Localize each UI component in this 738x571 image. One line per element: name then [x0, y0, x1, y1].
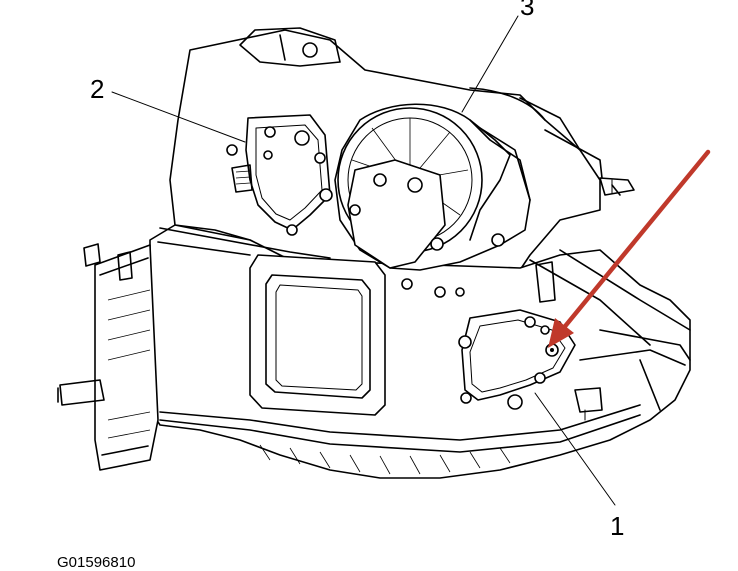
housing-bottom-ribs	[259, 444, 511, 475]
figure-id: G01596810	[57, 554, 135, 571]
evaporator-hatching	[107, 289, 151, 439]
temperature-door-actuator	[458, 309, 576, 410]
blower-motor-scroll	[334, 103, 531, 298]
leader-line-2	[111, 91, 246, 143]
leader-line-1	[534, 392, 616, 506]
callout-1: 1	[610, 511, 624, 541]
air-inlet-opening	[249, 254, 386, 416]
pointer-arrow	[548, 149, 711, 348]
callout-3: 3	[520, 0, 534, 21]
mode-door-actuator	[226, 114, 333, 236]
callout-2: 2	[90, 74, 104, 104]
leader-line-3	[461, 15, 519, 113]
leader-lines	[111, 15, 616, 506]
